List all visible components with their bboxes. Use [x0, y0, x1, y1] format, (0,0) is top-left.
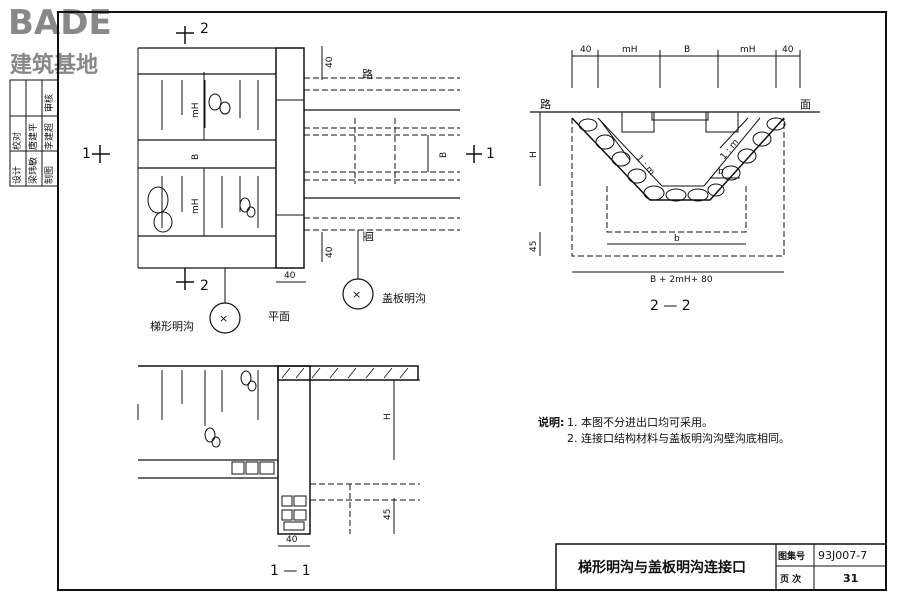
- stamp-name-3: 李建超: [43, 123, 55, 150]
- section22-b-bottom: b: [674, 234, 680, 244]
- title-block: [555, 543, 887, 591]
- plan-dim-40-bottom: 40: [284, 271, 296, 281]
- section11-H: H: [383, 413, 393, 420]
- section22-slope-right: 1 : m: [719, 138, 742, 162]
- plan-dim-40-top: 40: [325, 56, 335, 68]
- plan-mark-1-left: 1: [82, 146, 91, 162]
- plan-dim-mH-bottom: mH: [191, 198, 201, 214]
- section22-dim-mH-left: mH: [622, 45, 638, 55]
- section22-b-inner: b: [718, 167, 724, 177]
- section22-dim-mH-right: mH: [740, 45, 756, 55]
- stamp-name-2: 梁玮敏: [27, 157, 39, 184]
- section22-dim-40-right: 40: [782, 45, 794, 55]
- section-2-2: [530, 50, 820, 273]
- stamp-role-2: 设计: [11, 166, 23, 184]
- drawing-title: 梯形明沟与盖板明沟连接口: [578, 559, 746, 576]
- stamp-role-1: 校对: [11, 132, 23, 150]
- section22-dim-B: B: [684, 45, 690, 55]
- section-1-1: [137, 365, 420, 547]
- section22-total: B + 2mH+ 80: [650, 275, 713, 285]
- plan-view: [92, 26, 482, 334]
- plan-mark-2-bottom: 2: [200, 278, 209, 294]
- page-label: 页 次: [780, 573, 801, 585]
- plan-road-label: 路: [362, 68, 373, 81]
- symbol-cross-1: ×: [219, 312, 228, 325]
- plan-dim-mH-top: mH: [191, 102, 201, 118]
- section22-caption: 2 — 2: [650, 298, 691, 314]
- plan-dim-B: B: [191, 154, 201, 160]
- section11-caption: 1 — 1: [270, 563, 311, 579]
- atlas-label: 图集号: [778, 550, 805, 562]
- stamp-name-1: 唐建平: [27, 123, 39, 150]
- logo: BADE 建筑基地: [8, 3, 112, 78]
- note-1: 1. 本图不分进出口均可采用。: [567, 415, 713, 429]
- plan-surface-label: 面: [362, 231, 375, 242]
- sidebar-stamp: 校对 设计 唐建平 梁玮敏 李建超 制图 审核: [9, 79, 59, 187]
- symbol-cross-2: ×: [352, 288, 361, 301]
- section22-slope-left: 1 : m: [634, 154, 657, 178]
- section22-H: H: [529, 151, 539, 158]
- trapezoid-ditch-label: 梯形明沟: [150, 320, 194, 333]
- plan-dim-40-mid: 40: [325, 246, 335, 258]
- plan-mark-2-top: 2: [200, 21, 209, 37]
- page-value: 31: [843, 572, 858, 585]
- stamp-extra: 审核: [43, 94, 55, 112]
- stamp-role-3: 制图: [43, 166, 55, 184]
- logo-subtitle: 建筑基地: [10, 52, 98, 78]
- section11-40: 40: [286, 535, 298, 545]
- plan-dim-B-right: B: [439, 152, 449, 158]
- covered-ditch-label: 盖板明沟: [382, 291, 426, 305]
- plan-mark-1-right: 1: [486, 146, 495, 162]
- section22-surface: 面: [800, 98, 811, 111]
- note-2: 2. 连接口结构材料与盖板明沟沟壁沟底相同。: [567, 431, 790, 445]
- section11-45: 45: [383, 509, 393, 520]
- sheet-border: [57, 11, 887, 591]
- logo-brand: BADE: [8, 3, 112, 43]
- section22-45: 45: [529, 241, 539, 252]
- section22-road: 路: [540, 98, 551, 111]
- atlas-value: 93J007-7: [818, 549, 867, 562]
- notes-prefix: 说明:: [538, 415, 564, 429]
- section22-dim-40-left: 40: [580, 45, 592, 55]
- plan-caption: 平面: [268, 310, 290, 323]
